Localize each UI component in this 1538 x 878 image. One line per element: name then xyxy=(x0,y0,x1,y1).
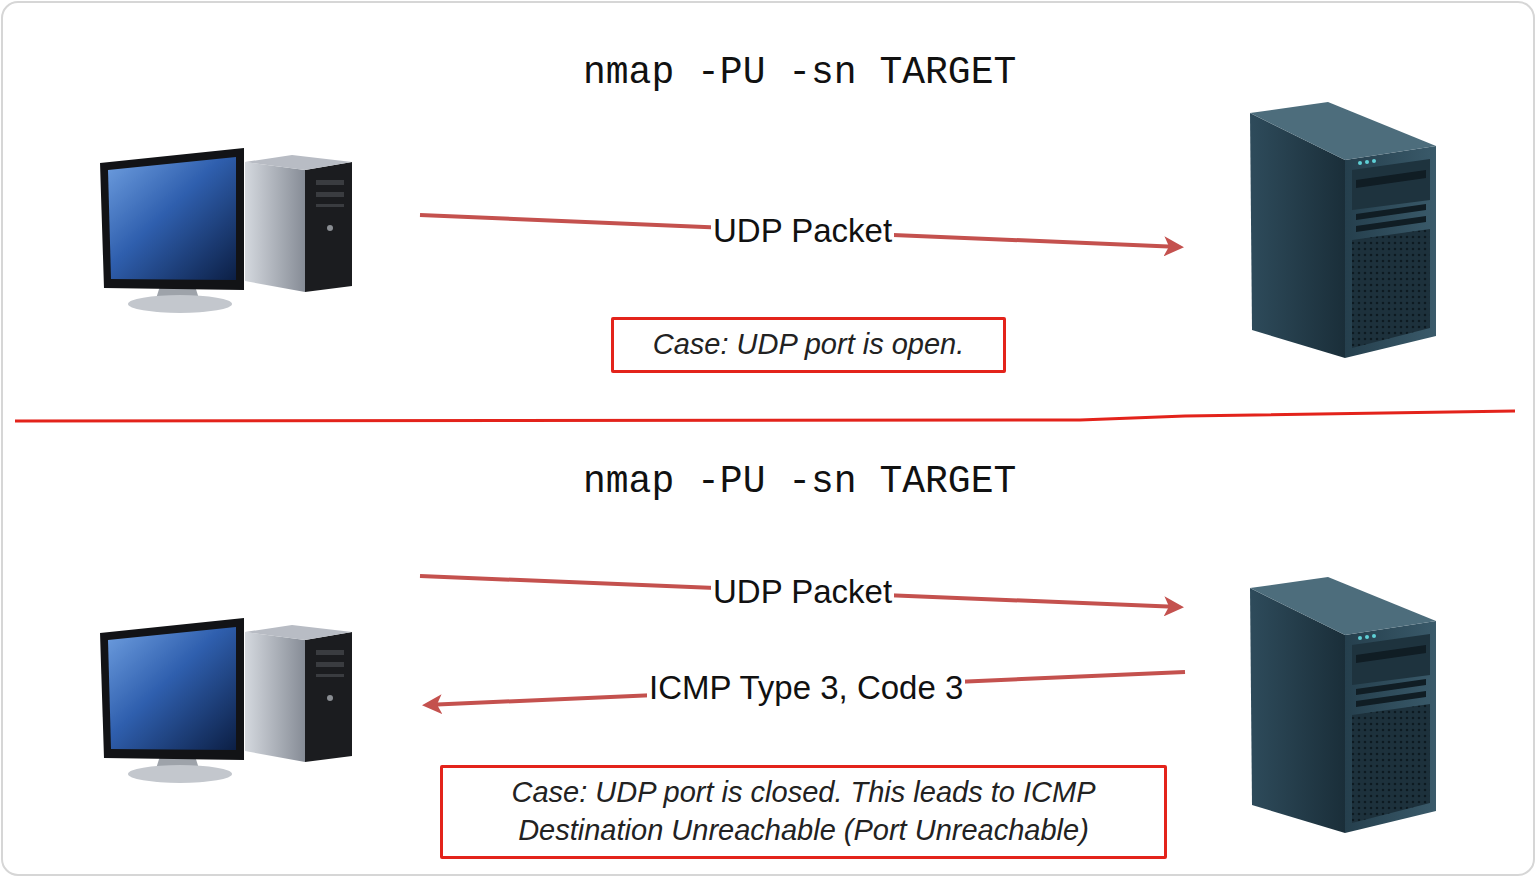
arrow-label: ICMP Type 3, Code 3 xyxy=(647,669,965,707)
arrow-label: UDP Packet xyxy=(711,573,894,611)
note-text: Case: UDP port is open. xyxy=(653,326,965,364)
case-note: Case: UDP port is open. xyxy=(611,317,1006,373)
desktop-computer xyxy=(100,148,352,313)
separator-line xyxy=(15,411,1515,421)
command-title: nmap -PU -sn TARGET xyxy=(583,51,1016,95)
server-tower xyxy=(1250,102,1436,358)
note-text: Case: UDP port is closed. This leads to … xyxy=(457,774,1150,849)
command-title: nmap -PU -sn TARGET xyxy=(583,460,1016,504)
desktop-computer xyxy=(100,618,352,783)
arrow-label: UDP Packet xyxy=(711,212,894,250)
case-note: Case: UDP port is closed. This leads to … xyxy=(440,765,1167,859)
server-tower xyxy=(1250,577,1436,833)
